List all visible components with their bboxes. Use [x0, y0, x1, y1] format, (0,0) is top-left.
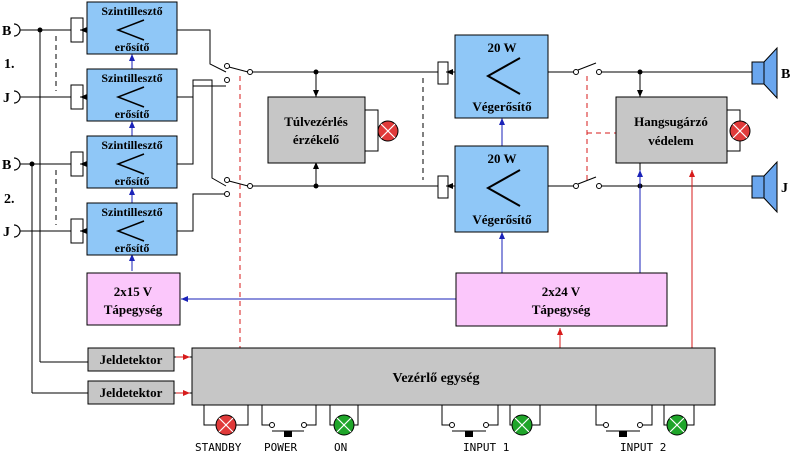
input-selector-switches: [224, 63, 253, 197]
power-amp-1-title: 20 W: [487, 40, 516, 55]
junction-dots: [29, 27, 643, 189]
control-wiring: [176, 170, 695, 396]
output-b-label: B: [781, 67, 790, 82]
input-group1-label: 1.: [4, 57, 15, 72]
power-amp-1-subtitle: Végerősítő: [472, 99, 532, 114]
level-amp-1-subtitle: erősítő: [115, 40, 150, 54]
psu-small-title: 2x15 V: [114, 284, 153, 299]
overload-led-icon: [377, 120, 399, 142]
input1-button-icon[interactable]: [449, 422, 489, 438]
output-relay-switches: [573, 62, 602, 189]
level-amp-3: Szintillesztő erősítő: [70, 135, 178, 189]
speaker-b-icon: [751, 46, 778, 100]
power-amp-2-subtitle: Végerősítő: [472, 212, 532, 227]
power-wiring: [129, 54, 643, 302]
standby-label: STANDBY: [195, 441, 242, 454]
power-amp-2: 20 W Végerősítő: [437, 145, 549, 233]
overload-title: Túlvezérlés: [284, 114, 348, 129]
speaker-j-icon: [751, 160, 778, 214]
input2-button-icon[interactable]: [603, 422, 643, 438]
input-b2-label: B: [2, 158, 11, 173]
detector-2-label: Jeldetektor: [100, 385, 163, 400]
power-label: POWER: [264, 441, 297, 454]
psu-big-subtitle: Tápegység: [532, 302, 591, 317]
input-jacks: [13, 23, 21, 238]
level-amp-4-subtitle: erősítő: [115, 241, 150, 255]
on-label: ON: [334, 441, 347, 454]
output-j-label: J: [781, 181, 788, 196]
speaker-protection: Hangsugárzó védelem: [615, 96, 728, 164]
jack-j1-icon[interactable]: [13, 90, 21, 104]
input-b1-label: B: [2, 24, 11, 39]
power-amp-2-title: 20 W: [487, 151, 516, 166]
level-amp-1-title: Szintillesztő: [101, 4, 162, 18]
input1-led-icon: [511, 414, 533, 436]
level-amp-2: Szintillesztő erősítő: [70, 68, 178, 122]
on-led-icon: [333, 414, 355, 436]
input1-label: INPUT 1: [463, 441, 509, 454]
input2-label: INPUT 2: [620, 441, 666, 454]
overload-detector: Túlvezérlés érzékelő: [267, 96, 366, 164]
power-button-icon[interactable]: [269, 422, 307, 438]
input-j2-label: J: [3, 225, 10, 240]
level-amp-2-title: Szintillesztő: [101, 71, 162, 85]
jack-b1-icon[interactable]: [13, 23, 21, 37]
level-amp-3-title: Szintillesztő: [101, 138, 162, 152]
protection-led-icon: [729, 120, 751, 142]
protection-title: Hangsugárzó: [634, 114, 708, 129]
protection-subtitle: védelem: [648, 133, 694, 148]
level-amp-1: Szintillesztő erősítő: [70, 1, 178, 55]
level-amp-3-subtitle: erősítő: [115, 174, 150, 188]
detector-1-label: Jeldetektor: [100, 352, 163, 367]
psu-big: 2x24 V Tápegység: [455, 272, 668, 327]
input-group2-label: 2.: [4, 192, 15, 207]
psu-small-subtitle: Tápegység: [104, 302, 163, 317]
input2-led-icon: [666, 414, 688, 436]
gang-links: [55, 36, 424, 225]
input-j1-label: J: [3, 91, 10, 106]
jack-b2-icon[interactable]: [13, 157, 21, 171]
level-amp-4-title: Szintillesztő: [101, 205, 162, 219]
level-amp-2-subtitle: erősítő: [115, 107, 150, 121]
psu-small: 2x15 V Tápegység: [86, 272, 181, 326]
control-unit-label: Vezérlő egység: [393, 371, 480, 386]
signal-detector-1: Jeldetektor: [87, 347, 175, 372]
power-amp-1: 20 W Végerősítő: [437, 34, 549, 119]
psu-big-title: 2x24 V: [542, 284, 581, 299]
level-amp-4: Szintillesztő erősítő: [70, 202, 178, 256]
relay-links: [239, 76, 616, 348]
signal-detector-2: Jeldetektor: [87, 380, 175, 405]
overload-subtitle: érzékelő: [293, 132, 340, 147]
control-unit: Vezérlő egység: [191, 347, 716, 406]
standby-led-icon: [215, 414, 237, 436]
jack-j2-icon[interactable]: [13, 224, 21, 238]
